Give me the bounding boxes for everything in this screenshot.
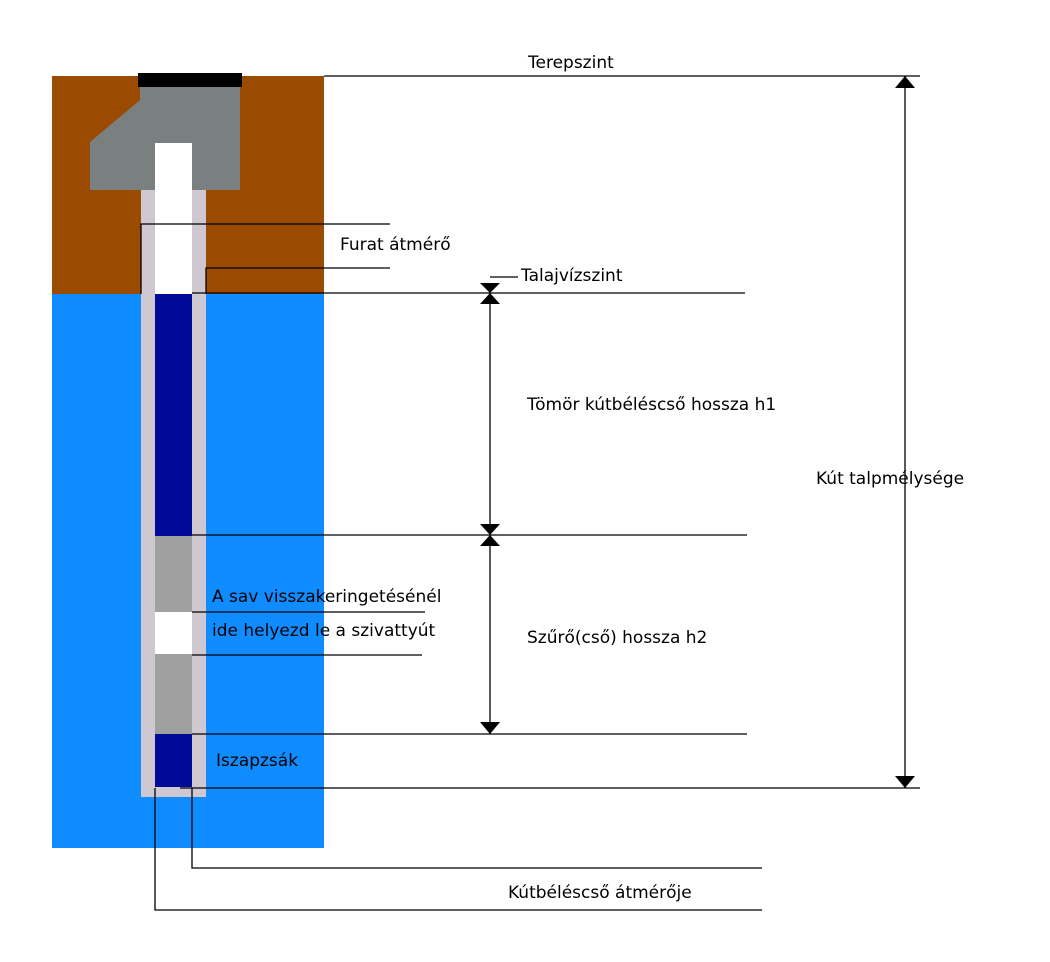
depth-top-arrowhead xyxy=(895,76,915,88)
reference-lines xyxy=(140,75,920,911)
h1-top-inner-arrowhead xyxy=(480,293,500,304)
pump-note-line1: A sav visszakeringetésénél xyxy=(212,587,441,607)
pump-note-line2: ide helyezd le a szivattyút xyxy=(212,621,436,641)
solid-casing-length-label: Tömör kútbéléscső hossza h1 xyxy=(526,395,776,415)
ground-level-label: Terepszint xyxy=(527,53,614,73)
borehole-diameter-label: Furat átmérő xyxy=(340,235,451,255)
h2-top-arrowhead xyxy=(480,535,500,546)
arrowheads xyxy=(480,76,915,788)
h2-bottom-arrowhead xyxy=(480,722,500,734)
h1-top-arrowhead xyxy=(480,283,500,293)
screen-length-label: Szűrő(cső) hossza h2 xyxy=(527,628,707,648)
casing-diameter-leader-inner xyxy=(191,788,762,869)
screen-upper xyxy=(155,536,192,612)
pump-position xyxy=(155,612,192,654)
well-cap xyxy=(138,73,242,87)
concrete-wellhead xyxy=(90,84,240,190)
sump-label: Iszapzsák xyxy=(216,751,298,771)
casing-top-empty xyxy=(155,143,192,294)
casing-diameter-leader-outer xyxy=(154,788,762,911)
sump-section xyxy=(155,734,192,787)
depth-bottom-arrowhead xyxy=(895,776,915,788)
borehole-diameter-leader-left xyxy=(140,223,390,294)
groundwater-level-label: Talajvízszint xyxy=(520,266,623,286)
casing-water-column xyxy=(155,294,192,536)
borehole-diameter-leader-right xyxy=(205,267,390,294)
h1-bottom-arrowhead xyxy=(480,524,500,535)
well-depth-label: Kút talpmélysége xyxy=(816,469,964,489)
screen-lower xyxy=(155,654,192,734)
casing-diameter-label: Kútbéléscső átmérője xyxy=(508,883,692,903)
